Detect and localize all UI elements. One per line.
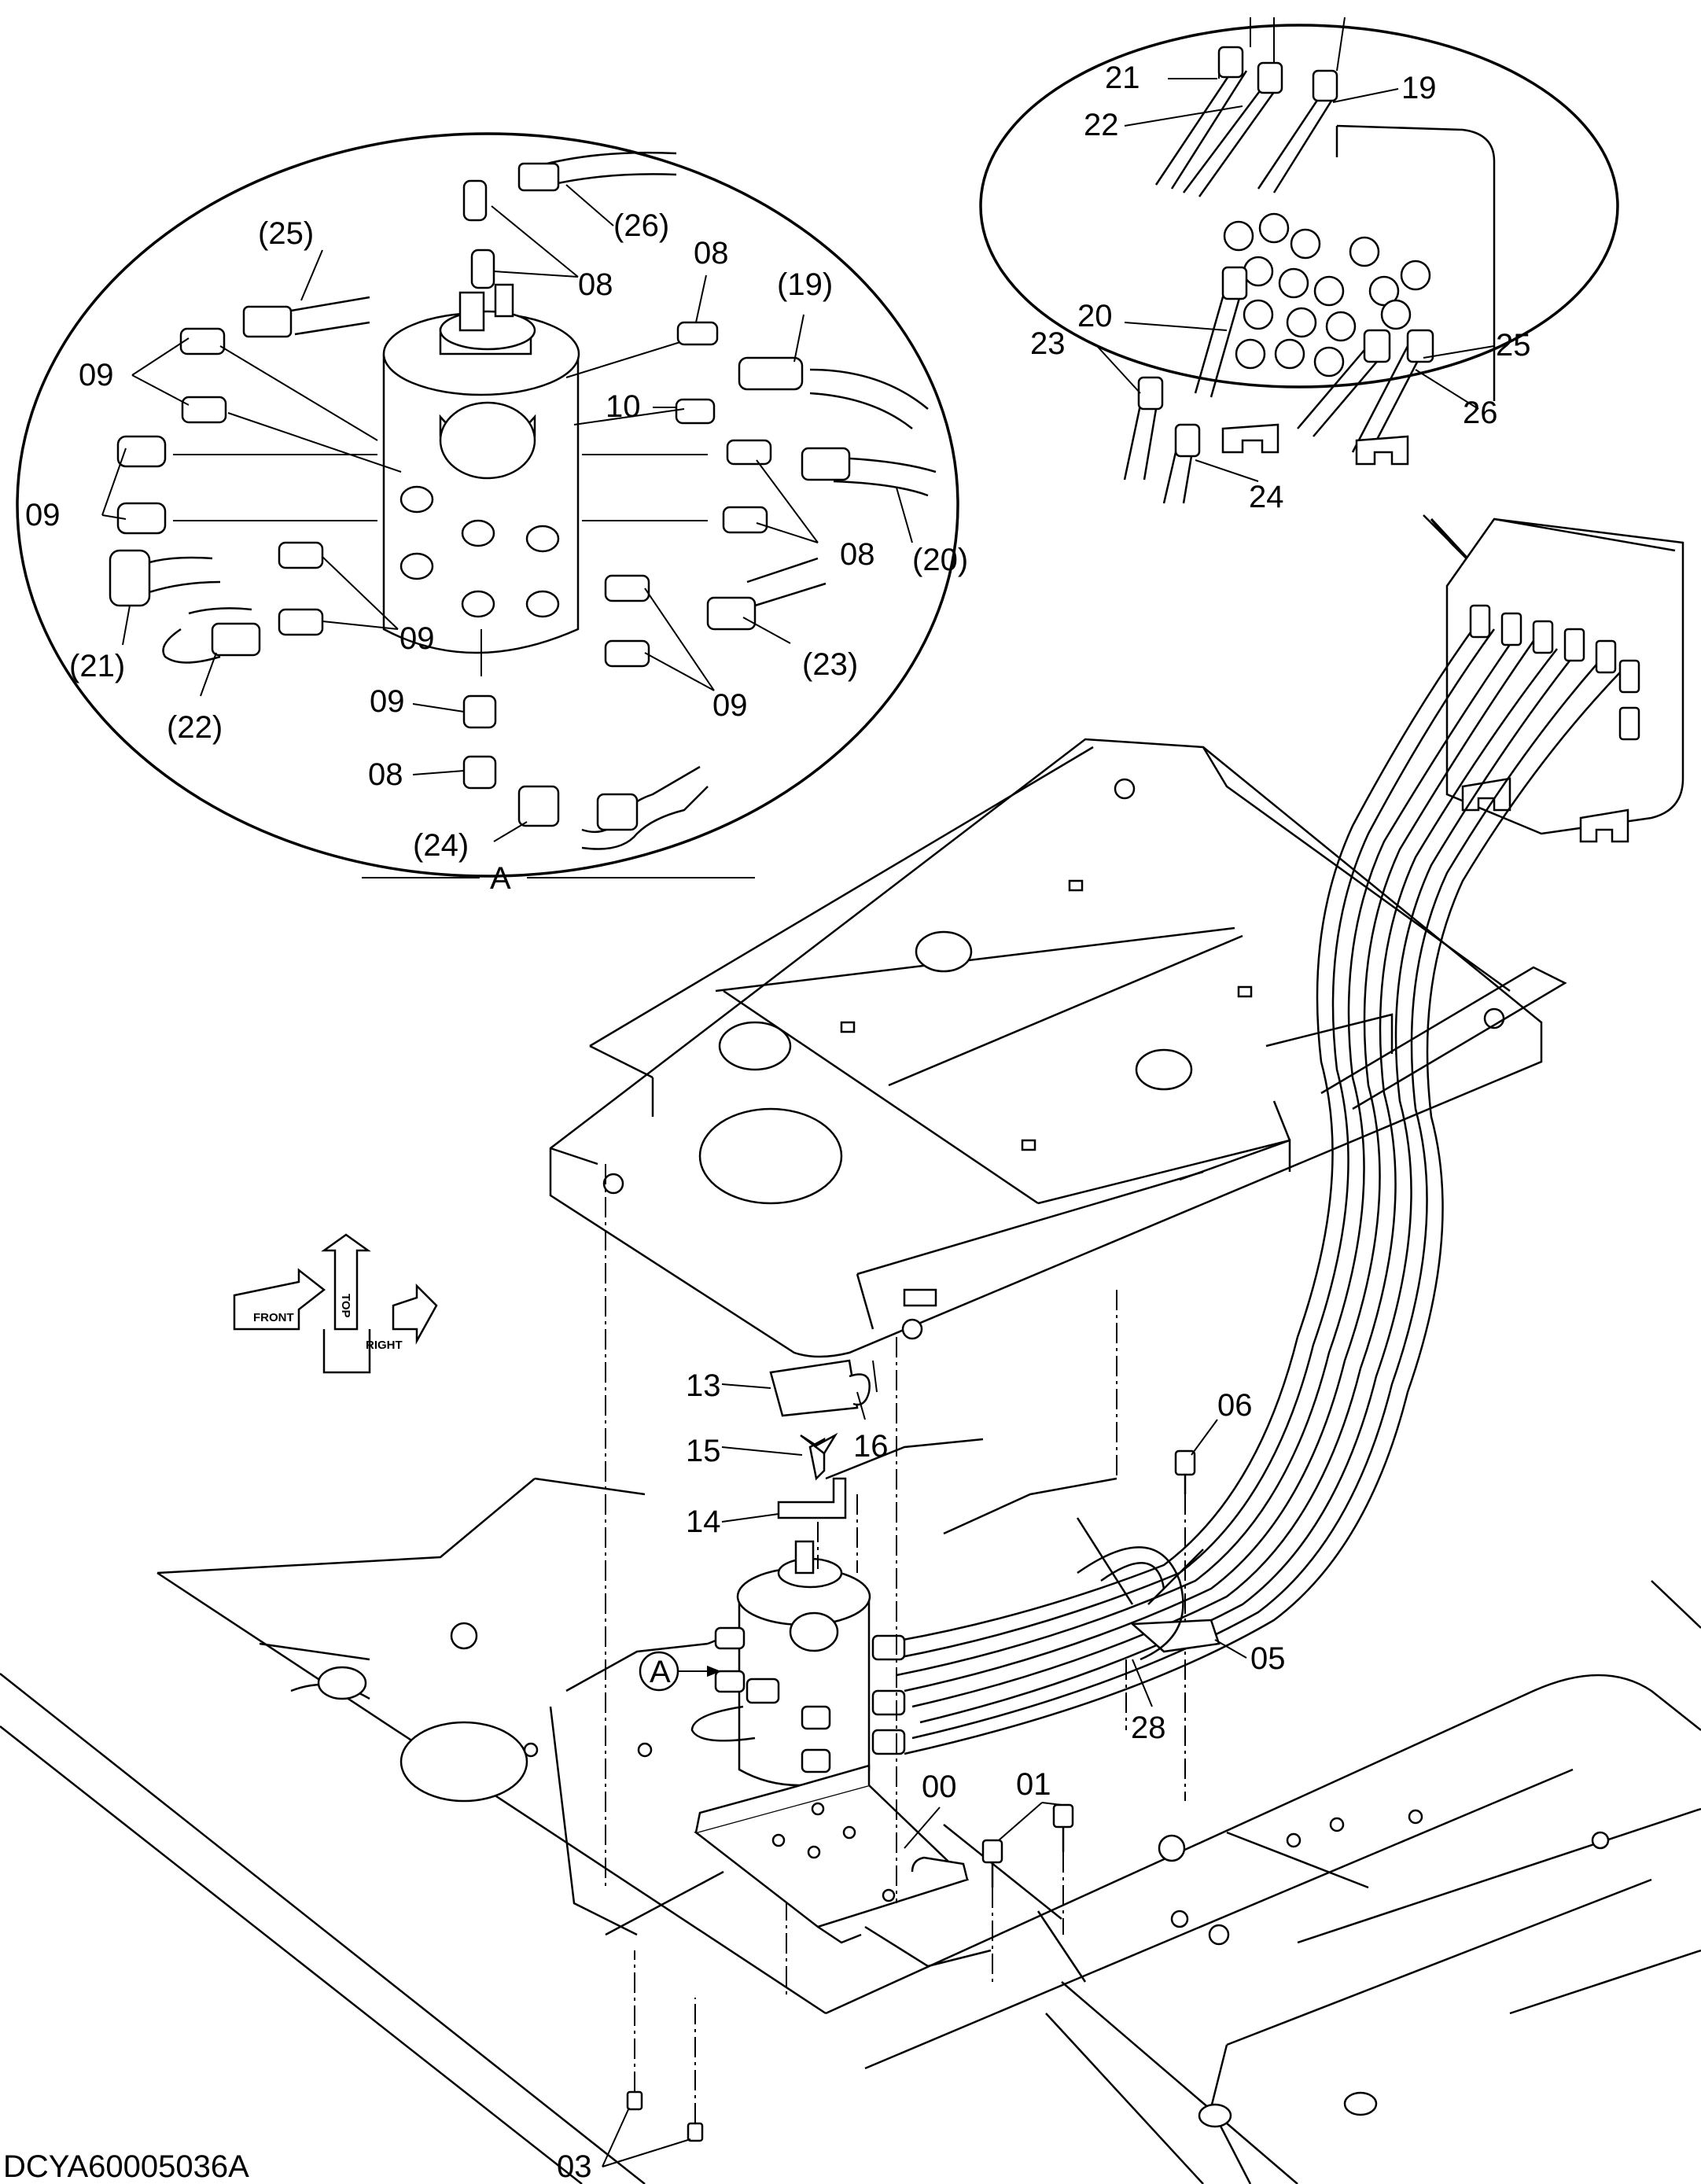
label-08-lower: 08 xyxy=(368,757,403,792)
label-10: 10 xyxy=(606,389,641,424)
orientation-front: FRONT xyxy=(253,1311,294,1324)
label-01: 01 xyxy=(1016,1767,1051,1802)
alignment-lines xyxy=(605,1164,1117,1903)
swivel-joint-detail xyxy=(382,283,580,676)
label-22: (22) xyxy=(167,710,223,745)
callout-a-letter: A xyxy=(650,1655,671,1689)
label-25: (25) xyxy=(258,216,314,251)
label-09-lower-right: 09 xyxy=(712,688,748,723)
detail-view-a: (25) (26) 08 08 (19) 09 10 09 08 (20) (2… xyxy=(16,132,968,896)
label-08-upper: 08 xyxy=(578,267,613,302)
label-00: 00 xyxy=(922,1770,957,1804)
bolts-01 xyxy=(981,1803,1074,1982)
label-06: 06 xyxy=(1217,1388,1253,1423)
label-hose-24: 24 xyxy=(1249,480,1284,514)
label-09-lower: 09 xyxy=(370,684,405,719)
label-hose-19: 19 xyxy=(1401,71,1437,105)
lower-frame xyxy=(0,1438,1701,2184)
clamp-parts xyxy=(1077,1449,1221,1801)
port-array xyxy=(1223,212,1431,378)
label-16: 16 xyxy=(853,1429,889,1464)
control-valve-box xyxy=(1445,517,1684,843)
label-hose-20: 20 xyxy=(1077,299,1113,333)
bolts-03 xyxy=(626,1950,704,2142)
label-14: 14 xyxy=(686,1504,721,1539)
label-26: (26) xyxy=(613,208,669,243)
label-09-upper-left: 09 xyxy=(79,358,114,392)
label-hose-21: 21 xyxy=(1105,61,1140,95)
label-hose-23: 23 xyxy=(1030,326,1066,361)
stopper-parts xyxy=(769,1359,878,1569)
orientation-indicator: FRONT TOP RIGHT xyxy=(233,1233,438,1374)
label-19: (19) xyxy=(777,267,833,302)
label-03: 03 xyxy=(557,2149,592,2184)
detail-a-boundary xyxy=(16,132,959,878)
label-28: 28 xyxy=(1131,1711,1166,1745)
floor-plate xyxy=(549,738,1543,1358)
mount-bracket xyxy=(694,1764,970,1944)
hose-bundle xyxy=(880,604,1640,1755)
leaders-hose-detail xyxy=(1096,17,1495,482)
drawing-code: DCYA60005036A xyxy=(3,2149,249,2184)
label-05: 05 xyxy=(1250,1641,1286,1676)
callout-a: A xyxy=(639,1651,679,1692)
label-13: 13 xyxy=(686,1368,721,1403)
label-09-left: 09 xyxy=(25,498,61,532)
hoses-detail-a xyxy=(109,151,937,850)
leaders-detail-a xyxy=(101,184,913,878)
label-15: 15 xyxy=(686,1434,721,1468)
swivel-joint xyxy=(690,1494,906,1998)
label-08-right: 08 xyxy=(694,236,729,271)
label-hose-26: 26 xyxy=(1463,396,1498,430)
label-hose-25: 25 xyxy=(1496,328,1531,363)
orientation-right: RIGHT xyxy=(366,1339,403,1352)
orientation-top: TOP xyxy=(339,1294,352,1318)
label-24: (24) xyxy=(413,828,469,863)
fittings-detail-a xyxy=(116,179,772,790)
label-21: (21) xyxy=(69,649,125,683)
label-hose-22: 22 xyxy=(1084,108,1119,142)
hoses-hose-detail xyxy=(1123,46,1434,504)
main-assembly: 13 16 15 14 06 05 28 00 01 03 A xyxy=(0,517,1701,2184)
detail-a-title: A xyxy=(490,861,511,896)
label-09-center: 09 xyxy=(399,621,435,656)
label-20: (20) xyxy=(912,543,968,577)
label-23: (23) xyxy=(802,647,858,682)
detail-hose-connection: 21 22 19 20 25 23 26 24 xyxy=(979,17,1619,572)
leaders-main xyxy=(602,1383,1247,2167)
hose-detail-boundary xyxy=(979,24,1619,389)
label-08-mid-right: 08 xyxy=(840,537,875,572)
